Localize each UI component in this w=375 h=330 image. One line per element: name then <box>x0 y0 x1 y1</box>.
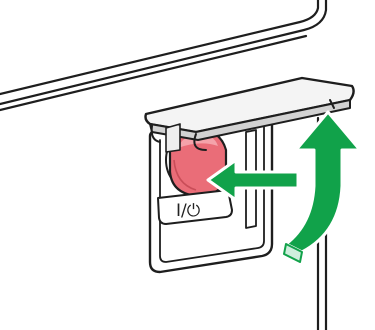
push-arrow-icon <box>206 158 300 202</box>
power-switch-label: I/⏻ <box>176 201 201 221</box>
switch-cover <box>144 76 355 153</box>
rotate-arrow-icon <box>283 110 362 263</box>
power-label-plate: I/⏻ <box>157 189 233 225</box>
